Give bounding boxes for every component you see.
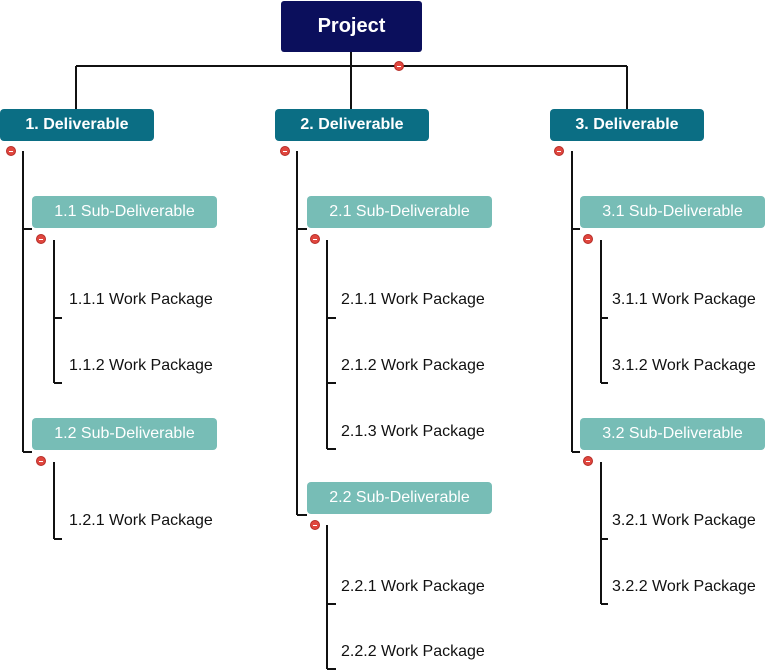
- project-node[interactable]: Project: [281, 1, 422, 52]
- work-package-2-2-1[interactable]: 2.2.1 Work Package: [341, 578, 485, 595]
- work-package-3-1-1[interactable]: 3.1.1 Work Package: [612, 291, 756, 308]
- work-package-3-2-2[interactable]: 3.2.2 Work Package: [612, 578, 756, 595]
- sub-deliverable-1-2-node[interactable]: 1.2 Sub-Deliverable: [32, 418, 217, 450]
- collapse-toggle-icon[interactable]: [583, 234, 593, 244]
- work-package-2-1-2[interactable]: 2.1.2 Work Package: [341, 357, 485, 374]
- deliverable-3-node[interactable]: 3. Deliverable: [550, 109, 704, 141]
- collapse-toggle-icon[interactable]: [36, 234, 46, 244]
- work-package-1-1-2[interactable]: 1.1.2 Work Package: [69, 357, 213, 374]
- sub-deliverable-1-1-node[interactable]: 1.1 Sub-Deliverable: [32, 196, 217, 228]
- sub-deliverable-2-2-node[interactable]: 2.2 Sub-Deliverable: [307, 482, 492, 514]
- collapse-toggle-icon[interactable]: [6, 146, 16, 156]
- collapse-toggle-icon[interactable]: [310, 234, 320, 244]
- sub-deliverable-3-1-node[interactable]: 3.1 Sub-Deliverable: [580, 196, 765, 228]
- collapse-toggle-icon[interactable]: [583, 456, 593, 466]
- work-package-1-1-1[interactable]: 1.1.1 Work Package: [69, 291, 213, 308]
- collapse-toggle-icon[interactable]: [280, 146, 290, 156]
- work-package-3-1-2[interactable]: 3.1.2 Work Package: [612, 357, 756, 374]
- sub-deliverable-3-2-node[interactable]: 3.2 Sub-Deliverable: [580, 418, 765, 450]
- work-package-2-1-1[interactable]: 2.1.1 Work Package: [341, 291, 485, 308]
- work-package-2-1-3[interactable]: 2.1.3 Work Package: [341, 423, 485, 440]
- collapse-toggle-icon[interactable]: [36, 456, 46, 466]
- deliverable-1-node[interactable]: 1. Deliverable: [0, 109, 154, 141]
- work-package-3-2-1[interactable]: 3.2.1 Work Package: [612, 512, 756, 529]
- collapse-toggle-icon[interactable]: [394, 61, 404, 71]
- work-package-2-2-2[interactable]: 2.2.2 Work Package: [341, 643, 485, 660]
- collapse-toggle-icon[interactable]: [310, 520, 320, 530]
- collapse-toggle-icon[interactable]: [554, 146, 564, 156]
- work-package-1-2-1[interactable]: 1.2.1 Work Package: [69, 512, 213, 529]
- deliverable-2-node[interactable]: 2. Deliverable: [275, 109, 429, 141]
- sub-deliverable-2-1-node[interactable]: 2.1 Sub-Deliverable: [307, 196, 492, 228]
